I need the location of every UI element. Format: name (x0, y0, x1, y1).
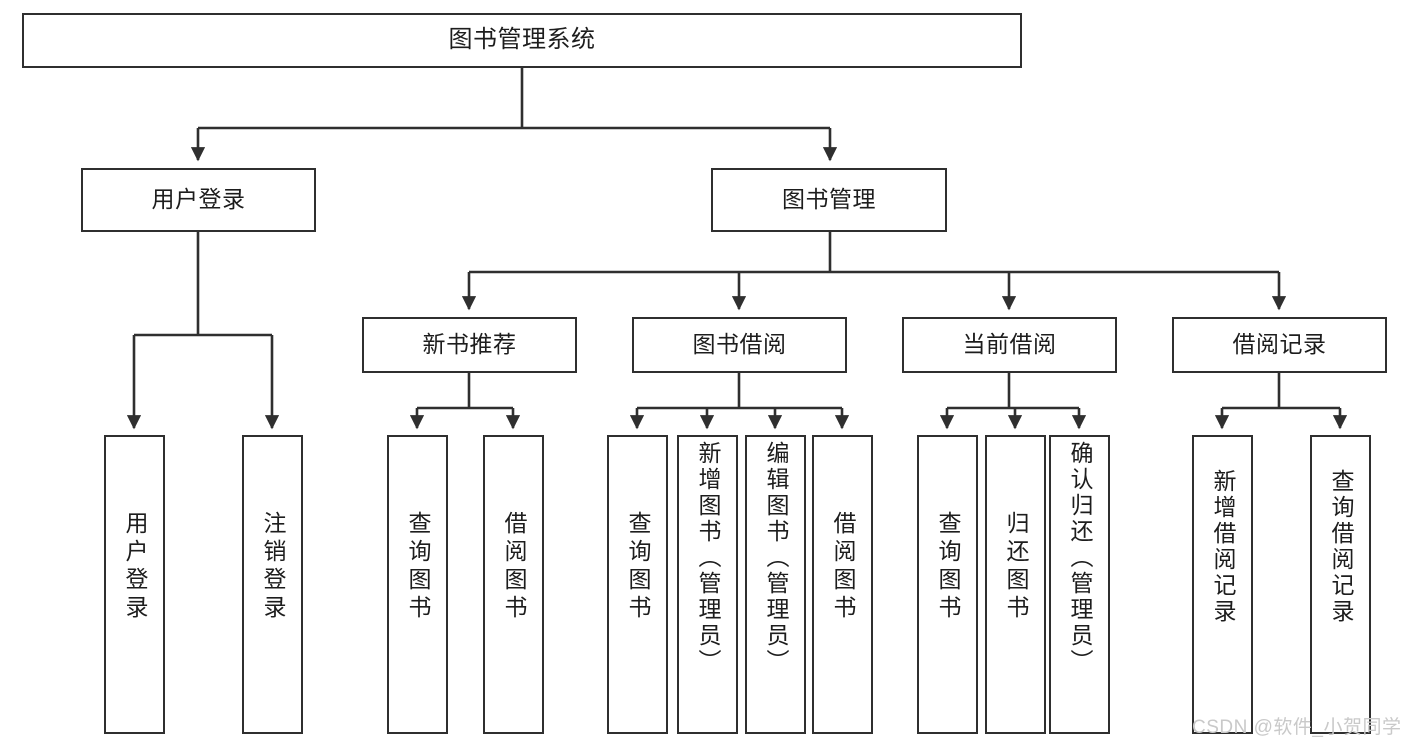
node-label: 新增借阅记录 (1210, 469, 1236, 625)
node-label: 新增图书（管理员） (695, 441, 721, 675)
node-label: 查询借阅记录 (1328, 469, 1354, 625)
node-label: 借阅记录 (1232, 331, 1327, 358)
node-label: 图书借阅 (692, 331, 787, 358)
node-label: 编辑图书（管理员） (763, 441, 789, 675)
leaf-add-borrow-record[interactable]: 新增借阅记录 (1192, 435, 1253, 734)
leaf-confirm-return[interactable]: 确认归还（管理员） (1049, 435, 1110, 734)
node-root-book-management-system[interactable]: 图书管理系统 (22, 13, 1022, 68)
node-borrow-record[interactable]: 借阅记录 (1172, 317, 1387, 373)
node-label: 当前借阅 (962, 331, 1057, 358)
leaf-edit-book[interactable]: 编辑图书（管理员） (745, 435, 806, 734)
node-label: 查询图书 (625, 511, 651, 623)
node-label: 查询图书 (935, 511, 961, 623)
node-new-book-recommend[interactable]: 新书推荐 (362, 317, 577, 373)
node-label: 注销登录 (260, 511, 286, 623)
node-user-login[interactable]: 用户登录 (81, 168, 316, 232)
node-label: 图书管理系统 (448, 26, 596, 54)
leaf-add-book[interactable]: 新增图书（管理员） (677, 435, 738, 734)
leaf-query-book-recommend[interactable]: 查询图书 (387, 435, 448, 734)
leaf-user-login[interactable]: 用户登录 (104, 435, 165, 734)
leaf-borrow-book-recommend[interactable]: 借阅图书 (483, 435, 544, 734)
csdn-watermark: CSDN @软件_小贺同学 (1192, 717, 1402, 738)
node-book-borrow[interactable]: 图书借阅 (632, 317, 847, 373)
node-label: 确认归还（管理员） (1067, 441, 1093, 675)
leaf-borrow-book-borrow[interactable]: 借阅图书 (812, 435, 873, 734)
node-label: 归还图书 (1003, 511, 1029, 623)
node-label: 查询图书 (405, 511, 431, 623)
node-label: 用户登录 (122, 511, 148, 623)
node-label: 图书管理 (782, 186, 876, 213)
node-label: 借阅图书 (830, 511, 856, 623)
leaf-query-book-current[interactable]: 查询图书 (917, 435, 978, 734)
leaf-return-book[interactable]: 归还图书 (985, 435, 1046, 734)
leaf-logout-login[interactable]: 注销登录 (242, 435, 303, 734)
node-label: 用户登录 (151, 186, 246, 213)
node-label: 借阅图书 (501, 511, 527, 623)
node-label: 新书推荐 (422, 331, 517, 358)
node-book-management[interactable]: 图书管理 (711, 168, 947, 232)
leaf-query-borrow-record[interactable]: 查询借阅记录 (1310, 435, 1371, 734)
node-current-borrow[interactable]: 当前借阅 (902, 317, 1117, 373)
leaf-query-book-borrow[interactable]: 查询图书 (607, 435, 668, 734)
